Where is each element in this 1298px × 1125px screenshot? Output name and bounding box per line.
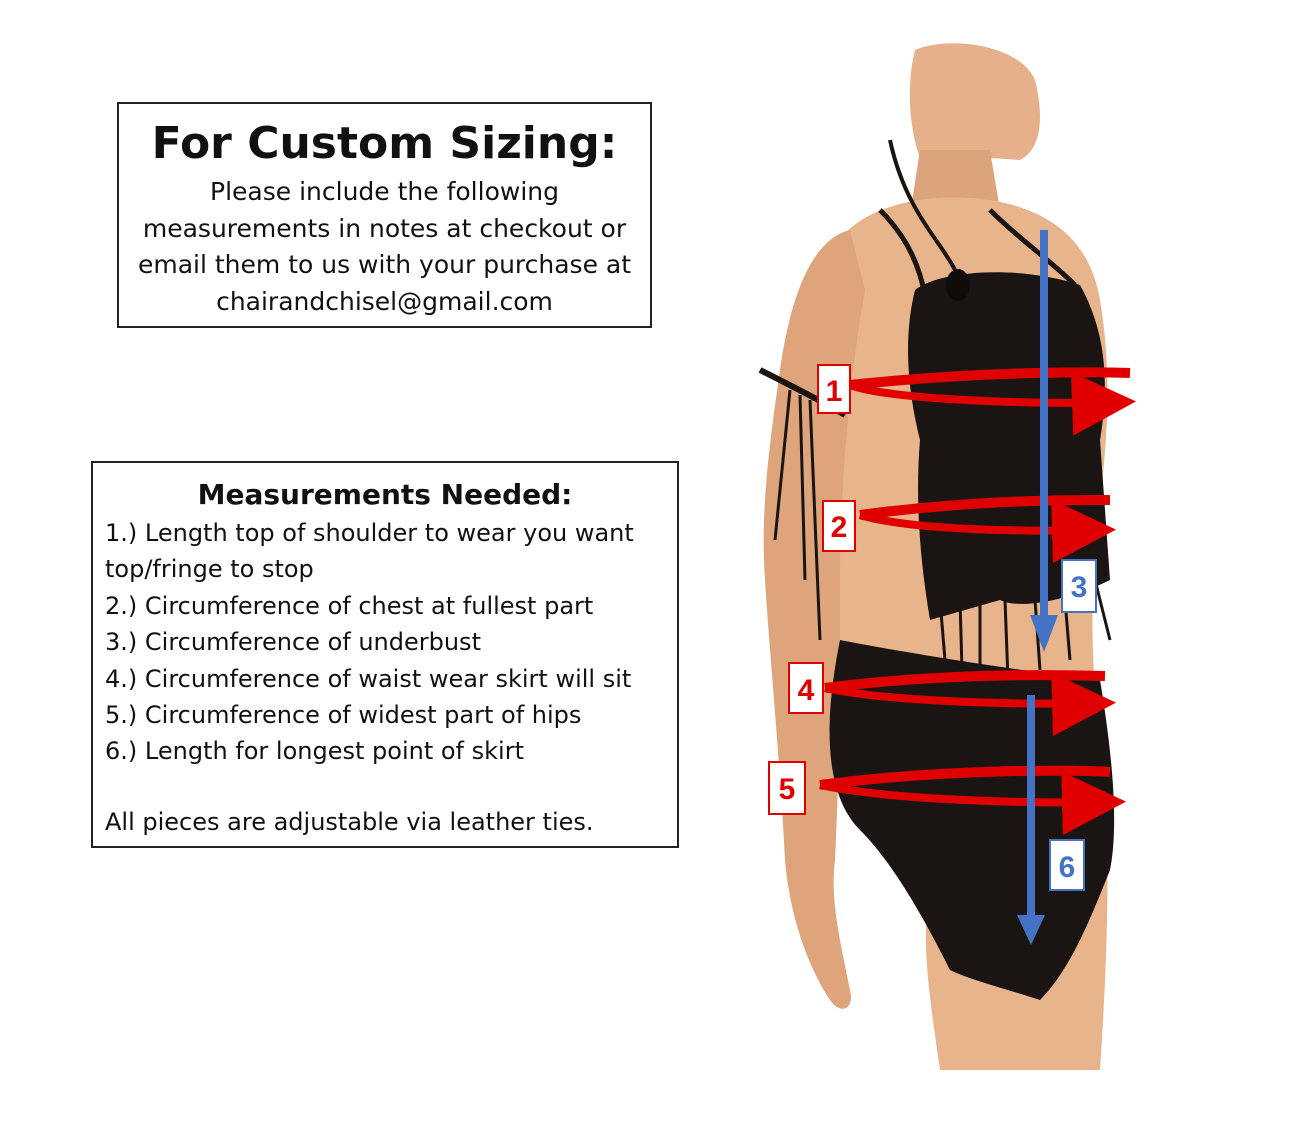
custom-sizing-title: For Custom Sizing: [151, 118, 618, 169]
arrow-underbust [858, 494, 1116, 564]
necklace-pendant [946, 269, 970, 301]
arrow-waist [824, 670, 1116, 737]
measurements-title: Measurements Needed: [197, 478, 573, 511]
top-strap [988, 208, 1077, 287]
arrow-length-skirt [1017, 695, 1045, 945]
arrow-hips [819, 765, 1126, 836]
necklace [888, 139, 957, 271]
svg-text:5: 5 [779, 773, 796, 806]
measurement-item: 6.) Length for longest point of skirt [105, 737, 524, 766]
adjustable-note: All pieces are adjustable via leather ti… [105, 807, 594, 836]
marker-2: 2 [822, 500, 856, 552]
top-strap [878, 208, 928, 296]
arrow-length-top [1030, 230, 1058, 652]
armband-ties [773, 389, 822, 641]
arrow-chest [848, 367, 1136, 436]
measurement-item: 5.) Circumference of widest part of hips [105, 701, 582, 730]
svg-text:3: 3 [1071, 571, 1088, 604]
custom-sizing-box: For Custom Sizing: Please include the fo… [117, 102, 652, 328]
leather-skirt [829, 640, 1115, 1000]
marker-5: 5 [768, 761, 806, 815]
measurement-item: 3.) Circumference of underbust [105, 628, 481, 657]
measurement-item: 1.) Length top of shoulder to wear you w… [105, 519, 634, 547]
instruction-line: measurements in notes at checkout or [142, 213, 627, 243]
svg-text:2: 2 [831, 511, 848, 544]
mannequin-head [909, 43, 1040, 180]
marker-1: 1 [817, 364, 851, 414]
measurements-needed-box: Measurements Needed: 1.) Length top of s… [91, 461, 679, 848]
marker-6: 6 [1049, 839, 1085, 891]
measurement-item: 4.) Circumference of waist wear skirt wi… [105, 664, 632, 693]
marker-3: 3 [1061, 559, 1097, 613]
instruction-line: email them to us with your purchase at [137, 250, 632, 279]
svg-text:6: 6 [1059, 851, 1076, 884]
custom-sizing-instructions: Please include the following measurement… [119, 174, 650, 320]
svg-text:4: 4 [798, 674, 815, 707]
mannequin-figure: 1 2 3 4 5 6 [758, 43, 1136, 1071]
measurement-item: top/fringe to stop [105, 555, 314, 584]
measurement-item: 2.) Circumference of chest at fullest pa… [105, 591, 594, 620]
svg-text:1: 1 [826, 375, 843, 408]
marker-4: 4 [788, 662, 824, 714]
email-address: chairandchisel@gmail.com [216, 286, 553, 316]
instruction-line: Please include the following [210, 177, 559, 206]
